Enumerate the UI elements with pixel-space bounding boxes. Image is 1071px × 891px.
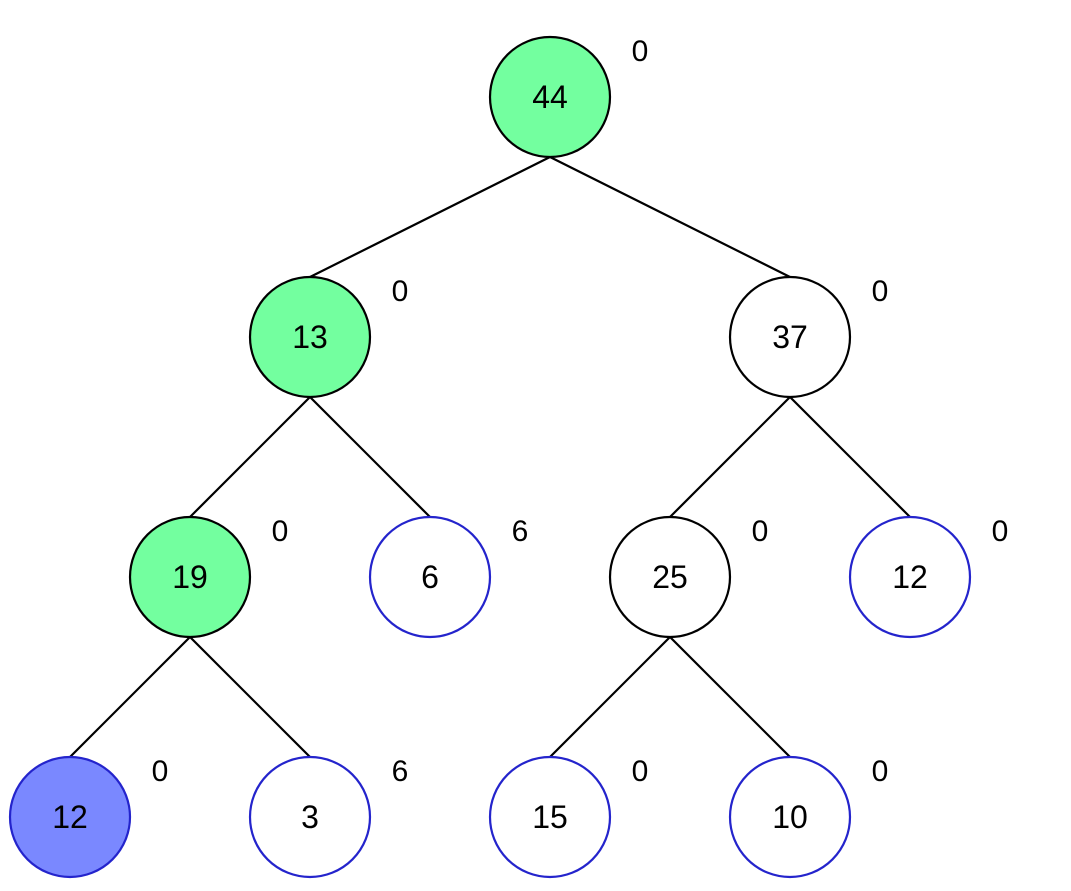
- node-annotation: 0: [872, 755, 889, 788]
- edge-n13-n19: [189, 396, 311, 518]
- node-circle: [488, 35, 612, 159]
- tree-node: 15 0: [488, 755, 649, 879]
- node-annotation: 6: [512, 515, 529, 548]
- node-value: 37: [772, 319, 808, 355]
- node-value: 3: [301, 799, 319, 835]
- node-circle: [248, 755, 372, 879]
- node-value: 12: [892, 559, 928, 595]
- node-value: 13: [292, 319, 328, 355]
- node-circle: [608, 515, 732, 639]
- edge-n37-n12r: [789, 396, 911, 518]
- tree-node: 37 0: [728, 275, 889, 399]
- node-circle: [728, 275, 852, 399]
- node-annotation: 0: [392, 275, 409, 308]
- node-circle: [488, 755, 612, 879]
- edge-n25-n15: [549, 636, 671, 758]
- node-annotation: 0: [872, 275, 889, 308]
- node-value: 6: [421, 559, 439, 595]
- node-value: 12: [52, 799, 88, 835]
- node-annotation: 0: [152, 755, 169, 788]
- node-annotation: 0: [992, 515, 1009, 548]
- edge-n19-n12l: [69, 636, 191, 758]
- node-circle: [8, 755, 132, 879]
- edge-n44-n13: [309, 156, 551, 278]
- node-value: 10: [772, 799, 808, 835]
- node-annotation: 0: [632, 755, 649, 788]
- tree-node: 10 0: [728, 755, 889, 879]
- node-value: 19: [172, 559, 208, 595]
- edge-n25-n10: [669, 636, 791, 758]
- tree-node: 36: [248, 755, 409, 879]
- node-circle: [248, 275, 372, 399]
- tree-node: 12 0: [8, 755, 169, 879]
- node-annotation: 0: [632, 35, 649, 68]
- tree-node: 12 0: [848, 515, 1009, 639]
- tree-node: 19 0: [128, 515, 289, 639]
- tree-node: 25 0: [608, 515, 769, 639]
- edge-n19-n3: [189, 636, 311, 758]
- node-value: 15: [532, 799, 568, 835]
- tree-node: 13 0: [248, 275, 409, 399]
- node-circle: [368, 515, 492, 639]
- node-value: 44: [532, 79, 568, 115]
- tree-edges: [69, 156, 911, 758]
- node-annotation: 0: [752, 515, 769, 548]
- node-circle: [848, 515, 972, 639]
- node-annotation: 6: [392, 755, 409, 788]
- edge-n44-n37: [549, 156, 791, 278]
- node-annotation: 0: [272, 515, 289, 548]
- edge-n13-n6: [309, 396, 431, 518]
- node-circle: [728, 755, 852, 879]
- node-circle: [128, 515, 252, 639]
- edge-n37-n25: [669, 396, 791, 518]
- node-value: 25: [652, 559, 688, 595]
- tree-node: 66: [368, 515, 529, 639]
- tree-node: 44 0: [488, 35, 649, 159]
